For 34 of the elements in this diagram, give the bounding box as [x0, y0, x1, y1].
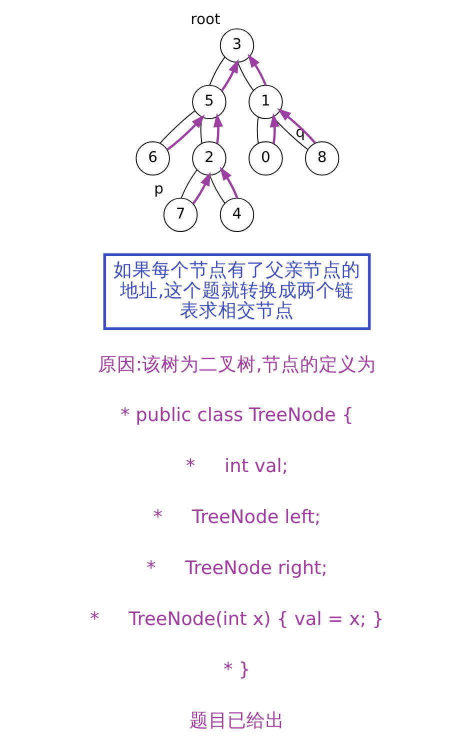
node-circle: 3 [220, 28, 254, 63]
connector [256, 116, 259, 144]
label: * } [224, 660, 250, 681]
connector [160, 110, 196, 144]
arrow [220, 59, 239, 92]
node-circle: 0 [248, 141, 283, 176]
arrow [277, 108, 316, 144]
connector [209, 174, 226, 204]
label: * TreeNode left; [153, 506, 321, 528]
node-label: root [190, 11, 220, 28]
node-circle: 5 [192, 84, 226, 120]
node-circle: 1 [248, 84, 283, 120]
node-label: p [154, 180, 164, 198]
node-circle: 7 [163, 198, 198, 232]
label: * public class TreeNode { [120, 405, 354, 426]
connector [180, 169, 198, 198]
connector [237, 62, 254, 91]
node-circle: 2 [192, 141, 226, 176]
label: 题目已给出 [190, 710, 284, 732]
node-circle: 6 [136, 141, 170, 176]
label: * int val; [186, 456, 288, 478]
node-box: 如果每个节点有了父亲节点的地址,这个题就转换成两个链表求相交节点 [103, 253, 371, 330]
node-circle: 4 [220, 198, 254, 232]
arrow [220, 166, 238, 199]
arrow [270, 113, 280, 144]
label: * TreeNode right; [146, 558, 328, 579]
node-circle: 8 [305, 141, 340, 176]
label: * TreeNode(int x) { val = x; } [90, 608, 384, 630]
arrow [166, 114, 205, 151]
connector [209, 56, 226, 86]
arrow [213, 113, 224, 144]
arrow [192, 172, 211, 204]
arrow [248, 54, 267, 86]
label: 原因:该树为二叉树,节点的定义为 [98, 354, 376, 376]
